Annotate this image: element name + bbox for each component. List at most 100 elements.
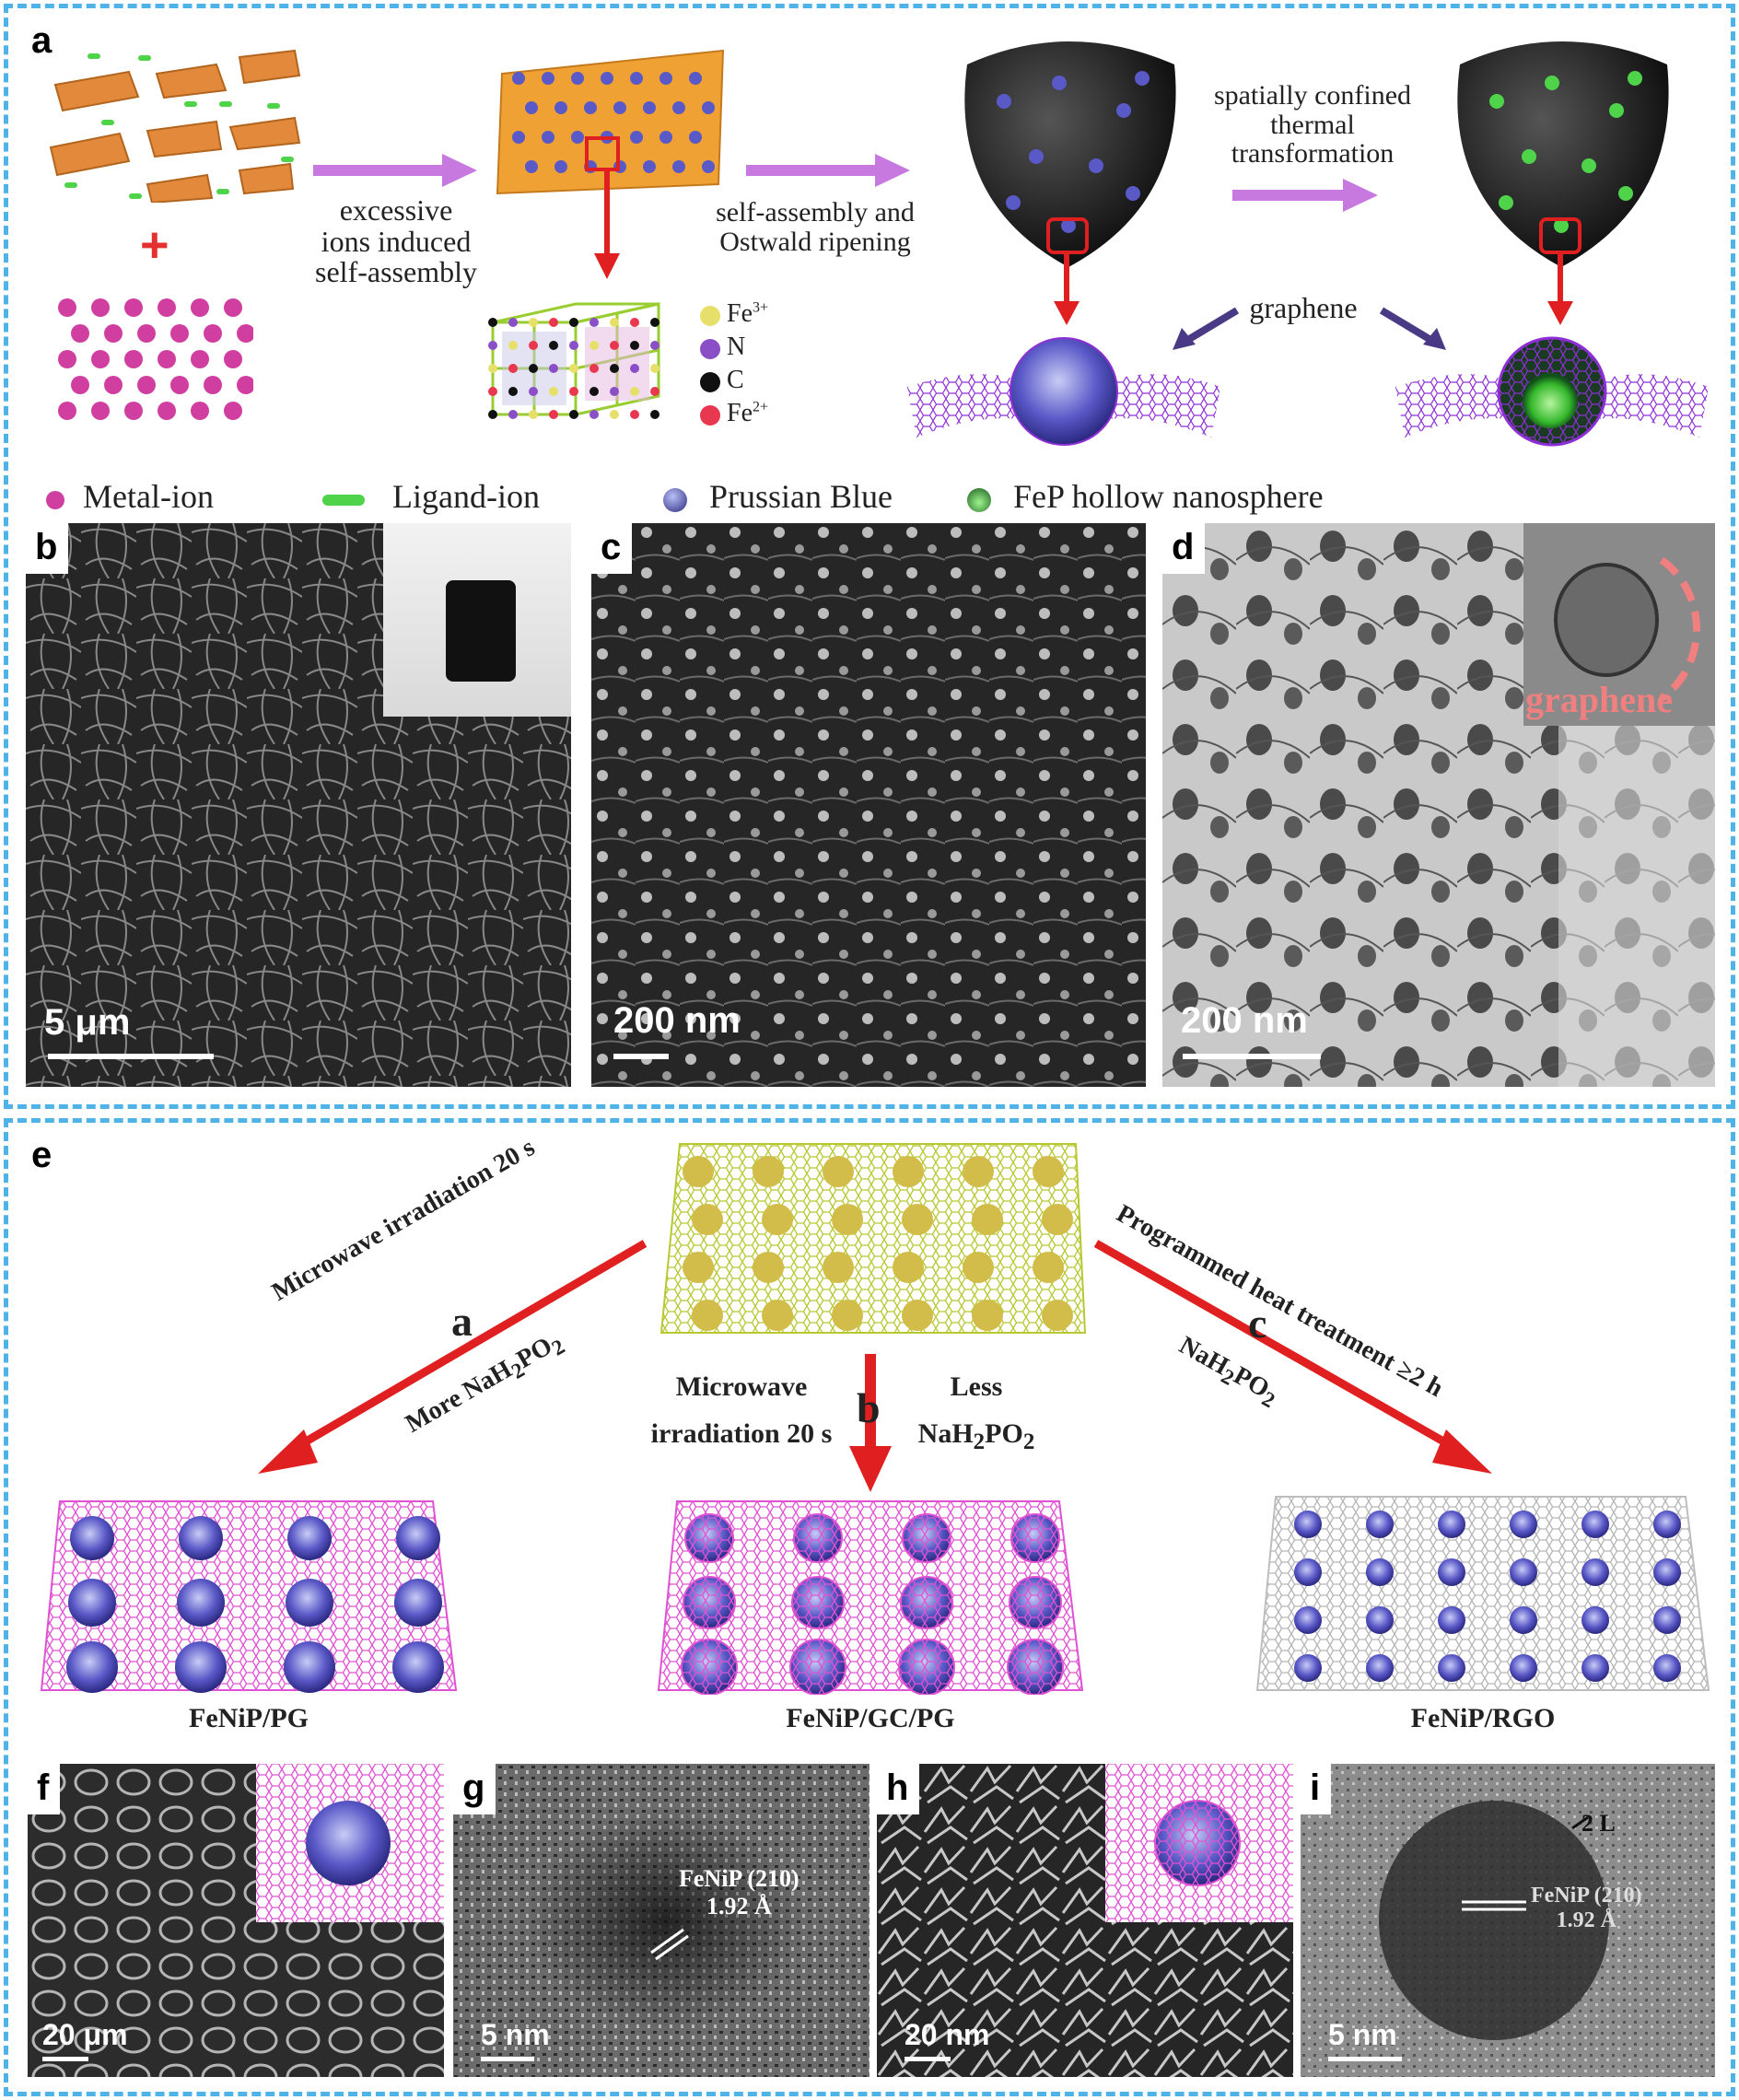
- precursor-particle: [1033, 1252, 1064, 1283]
- precursor-particle: [1033, 1156, 1064, 1187]
- lattice-node: [529, 341, 538, 350]
- fenip-particle: [394, 1579, 442, 1627]
- panel-a-label: a: [31, 20, 53, 61]
- graphitic-carbon-shell: [1009, 1576, 1062, 1629]
- graphitic-carbon-shell: [900, 1576, 953, 1629]
- fenip-particle: [286, 1579, 333, 1627]
- metal-ion: [204, 324, 222, 343]
- metal-ion: [58, 402, 76, 420]
- label-f: f: [28, 1764, 61, 1814]
- metal-ion: [91, 298, 110, 317]
- prussian-blue-particle: [601, 72, 613, 85]
- metal-ion: [204, 376, 222, 394]
- precursor-sheets: [49, 49, 301, 203]
- product-label-gcpg: FeNiP/GC/PG: [786, 1703, 955, 1733]
- fenip-particle: [1510, 1558, 1537, 1586]
- lattice-node: [589, 318, 599, 327]
- lattice-node: [508, 410, 518, 419]
- metal-ion: [170, 376, 189, 394]
- precursor-particle: [963, 1156, 994, 1187]
- prussian-blue-particle: [702, 101, 715, 114]
- pb-lattice: [488, 302, 660, 419]
- graphene-aerogel-sphere-2: [1457, 41, 1669, 267]
- zoom-arrow-3: [1547, 253, 1573, 325]
- fenip-particle: [1294, 1654, 1322, 1682]
- route-c-letter: c: [1248, 1300, 1267, 1347]
- inset-f: [256, 1764, 444, 1922]
- fenip-particle: [1510, 1511, 1537, 1538]
- inset-h: [1105, 1764, 1293, 1922]
- metal-ion-cluster: [58, 298, 253, 420]
- fenip-particle: [287, 1516, 332, 1560]
- graphitic-carbon-shell: [793, 1513, 843, 1563]
- lattice-node: [488, 410, 497, 419]
- zoom-arrow-1: [594, 170, 620, 279]
- prussian-blue-particle: [630, 131, 643, 144]
- scale-c: 200 nm: [613, 1000, 741, 1041]
- graphitic-carbon-shell: [898, 1639, 955, 1695]
- fenip-particle: [1438, 1558, 1465, 1586]
- legend-prussian-blue: Prussian Blue: [663, 477, 893, 516]
- prussian-blue-particle: [630, 72, 643, 85]
- graphitic-carbon-shell: [683, 1576, 736, 1629]
- lattice-node: [610, 364, 619, 373]
- metal-ion: [124, 402, 143, 420]
- metal-ion: [191, 402, 209, 420]
- metal-ion: [124, 298, 143, 317]
- metal-ion: [224, 350, 242, 368]
- precursor-particle: [692, 1300, 723, 1331]
- fenip-particle: [396, 1516, 440, 1560]
- fenip-particle: [1510, 1654, 1537, 1682]
- lattice-node: [508, 387, 518, 396]
- prussian-blue-particle: [643, 160, 656, 173]
- metal-ion: [137, 324, 156, 343]
- fenip-particle: [284, 1641, 335, 1693]
- prussian-blue-particle: [672, 101, 685, 114]
- fenip-particle: [1438, 1606, 1465, 1634]
- panel-e-label: e: [31, 1135, 53, 1175]
- panel-a-frame: [4, 4, 1735, 1109]
- fenip-particle: [1510, 1606, 1537, 1634]
- precursor-particle: [762, 1300, 793, 1331]
- inset-graphene-label: graphene: [1525, 679, 1673, 720]
- metal-ion: [124, 350, 143, 368]
- lattice-node: [650, 318, 659, 327]
- metal-ion: [170, 324, 189, 343]
- precursor-particle: [692, 1204, 723, 1235]
- lattice-node: [630, 341, 639, 350]
- lattice-node: [488, 318, 497, 327]
- lattice-node: [650, 410, 659, 419]
- graphitic-carbon-shell: [684, 1513, 734, 1563]
- fep-on-graphene: [1395, 336, 1709, 447]
- panel-e-frame: [4, 1118, 1735, 2096]
- legend-fep-nanosphere: FeP hollow nanosphere: [967, 477, 1324, 516]
- micrograph-h: h 20 nm: [877, 1764, 1293, 2077]
- precursor-particle: [683, 1156, 714, 1187]
- graphene-aerogel-sphere-1: [964, 41, 1176, 267]
- micrograph-c: c 200 nm: [591, 523, 1146, 1087]
- inset-tem: graphene: [1523, 523, 1715, 726]
- metal-ion: [237, 324, 253, 343]
- graphitic-carbon-shell: [681, 1639, 738, 1695]
- metal-ion: [91, 350, 110, 368]
- prussian-blue-particle: [554, 101, 567, 114]
- graphitic-carbon-shell: [791, 1576, 845, 1629]
- label-b: b: [26, 523, 69, 574]
- scale-f: 20 μm: [42, 2018, 128, 2051]
- fenip-particle: [1653, 1606, 1681, 1634]
- product-label-rgo: FeNiP/RGO: [1410, 1703, 1556, 1733]
- fenip-particle: [1366, 1558, 1394, 1586]
- lattice-node: [650, 341, 659, 350]
- ligand-ion-icon: [322, 494, 365, 506]
- fenip-particle: [66, 1641, 118, 1693]
- micrograph-d: graphene d 200 nm: [1162, 523, 1715, 1087]
- precursor-particle: [753, 1156, 784, 1187]
- lattice-node: [529, 387, 538, 396]
- scale-i: 5 nm: [1328, 2018, 1397, 2051]
- fep-nanosphere-icon: [967, 487, 991, 512]
- fenip-particle: [1581, 1654, 1609, 1682]
- metal-ion: [71, 324, 89, 343]
